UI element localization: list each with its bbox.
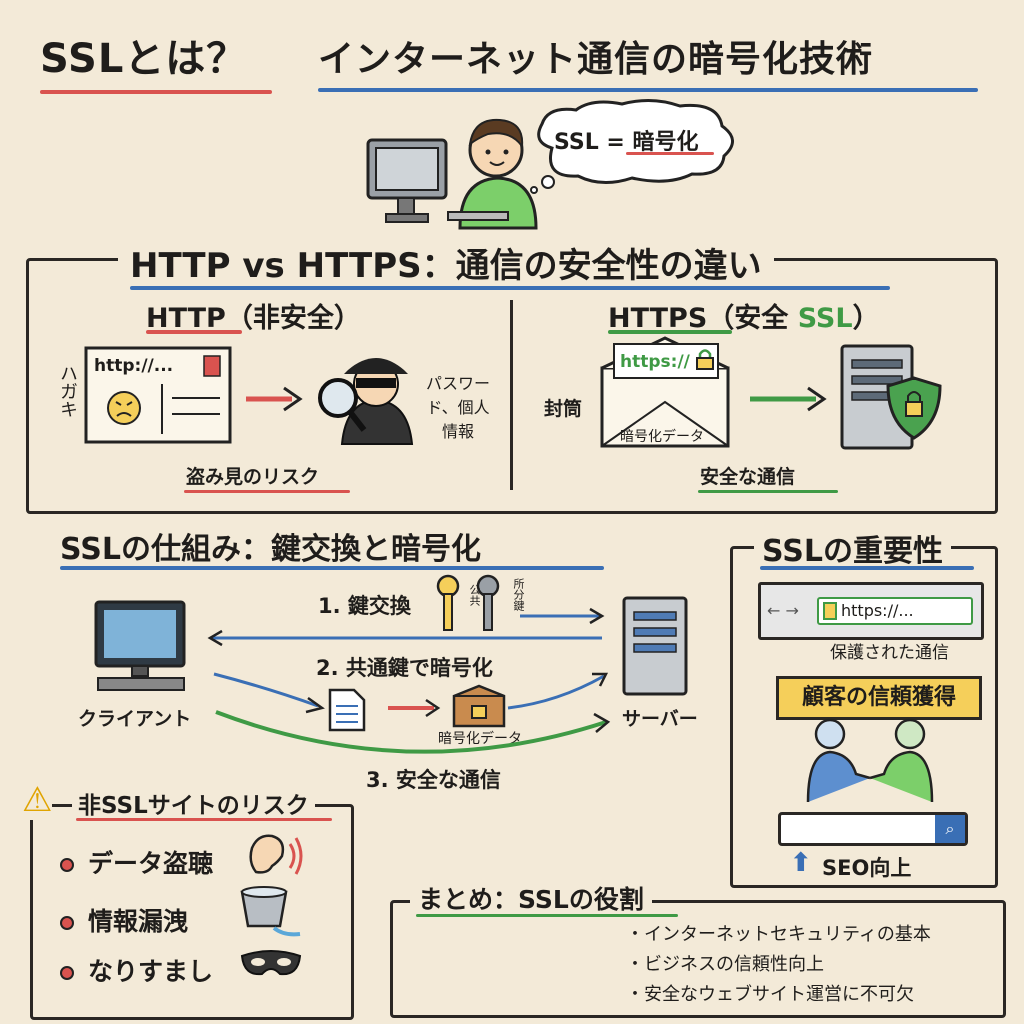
summary-panel <box>390 900 1006 1018</box>
secure-server-illustration <box>840 344 942 450</box>
title-underline-blue <box>318 88 978 92</box>
search-bar[interactable]: ⌕ <box>778 812 968 846</box>
title-part2: インターネット通信の暗号化技術 <box>318 39 874 80</box>
step2-label: 2. 共通鍵で暗号化 <box>316 656 493 680</box>
client-label: クライアント <box>78 708 192 730</box>
summary-title: まとめ：SSLの役割 <box>410 880 652 916</box>
postcard-illustration <box>84 346 232 444</box>
keys-icon <box>436 574 500 631</box>
address-url: https://... <box>841 601 914 620</box>
mask-icon <box>240 950 302 976</box>
step1-label: 1. 鍵交換 <box>318 594 411 618</box>
bubble-underline <box>626 152 714 155</box>
search-icon[interactable]: ⌕ <box>935 815 965 843</box>
arrow-right-green <box>750 386 827 412</box>
https-heading-suffix: ） <box>852 303 880 334</box>
importance-title: SSLの重要性 <box>754 526 951 570</box>
step2-arrows <box>213 672 609 718</box>
address-lock-icon <box>823 602 837 620</box>
ear-icon <box>249 834 303 875</box>
importance-title-underline <box>760 566 974 570</box>
comparison-divider <box>510 300 513 490</box>
risks-title: 非SSLサイトのリスク <box>72 786 315 820</box>
hacker-target-text: パスワード、個人情報 <box>425 374 490 441</box>
summary-item-3-text: 安全なウェブサイト運営に不可欠 <box>644 984 914 1005</box>
https-heading: HTTPS（安全 SSL） <box>608 296 880 335</box>
trust-banner: 顧客の信頼獲得 <box>776 676 982 720</box>
http-caption: 盗み見のリスク <box>186 466 320 488</box>
step3-arrow <box>215 710 611 754</box>
server-tower-illustration <box>622 596 688 696</box>
step3-label: 3. 安全な通信 <box>366 768 501 792</box>
client-computer-illustration <box>94 600 186 691</box>
http-heading: HTTP（非安全） <box>146 303 361 334</box>
title-part1: SSLとは？ <box>40 36 248 82</box>
https-heading-prefix: HTTPS（安全 <box>608 303 798 334</box>
postcard-url: http://... <box>94 356 174 376</box>
locked-box-icon <box>452 684 506 728</box>
private-key-label: 所分鍵 <box>512 578 525 611</box>
server-label: サーバー <box>622 708 698 730</box>
summary-item-2-text: ビジネスの信頼性向上 <box>644 954 824 975</box>
arrow-right-red <box>246 386 303 412</box>
up-arrow-icon: ⬆ <box>790 848 812 878</box>
title-underline-red <box>40 90 272 94</box>
bullet-icon <box>60 858 74 872</box>
mechanism-title-underline <box>60 566 604 570</box>
browser-nav-arrows: ← → <box>767 601 799 620</box>
browser-window: ← → https://... <box>758 582 984 640</box>
summary-title-underline <box>416 914 678 917</box>
leaking-bucket-icon <box>240 886 301 937</box>
padlock-icon <box>696 349 714 370</box>
encrypted-data-label: 暗号化データ <box>438 731 522 747</box>
https-heading-ssl: SSL <box>797 303 853 334</box>
summary-item-3: ・安全なウェブサイト運営に不可欠 <box>626 984 914 1005</box>
http-heading-underline <box>146 330 242 334</box>
hacker-with-magnifier-illustration <box>318 358 414 445</box>
warning-icon: ⚠ <box>22 780 53 820</box>
risk-item-3-text: なりすまし <box>88 957 214 986</box>
seo-label: SEO向上 <box>822 856 912 880</box>
key-exchange-arrows <box>207 607 605 647</box>
comparison-title: HTTP vs HTTPS：通信の安全性の違い <box>118 238 774 287</box>
envelope-data-text: 暗号化データ <box>620 429 704 445</box>
summary-item-1: ・インターネットセキュリティの基本 <box>626 924 931 945</box>
postcard-label: ハガキ <box>57 364 78 418</box>
bullet-icon <box>60 966 74 980</box>
public-key-label: 公共 <box>468 584 481 606</box>
https-heading-underline <box>608 330 732 334</box>
summary-item-2: ・ビジネスの信頼性向上 <box>626 954 824 975</box>
mechanism-title: SSLの仕組み：鍵交換と暗号化 <box>60 532 481 567</box>
envelope-illustration <box>600 336 730 448</box>
risk-item-1: データ盗聴 <box>60 844 213 880</box>
envelope-label: 封筒 <box>544 398 583 420</box>
summary-item-1-text: インターネットセキュリティの基本 <box>644 924 931 945</box>
risk-item-1-text: データ盗聴 <box>88 849 214 878</box>
address-bar[interactable]: https://... <box>817 597 973 625</box>
envelope-url: https:// <box>620 352 690 372</box>
risk-item-2: 情報漏洩 <box>60 902 188 938</box>
risks-title-underline <box>76 818 332 821</box>
bullet-icon <box>60 916 74 930</box>
document-icon <box>328 688 366 732</box>
protected-connection-label: 保護された通信 <box>830 643 949 663</box>
risk-item-3: なりすまし <box>60 952 213 988</box>
handshake-illustration <box>806 718 934 803</box>
thought-bubble-text: SSL = 暗号化 <box>554 130 699 155</box>
risk-item-2-text: 情報漏洩 <box>88 907 189 936</box>
person-at-computer-illustration <box>366 118 538 230</box>
https-caption-underline <box>698 490 838 493</box>
comparison-title-underline <box>130 286 890 290</box>
http-caption-underline <box>184 490 350 493</box>
https-caption: 安全な通信 <box>700 466 796 488</box>
thought-bubble <box>530 99 734 194</box>
